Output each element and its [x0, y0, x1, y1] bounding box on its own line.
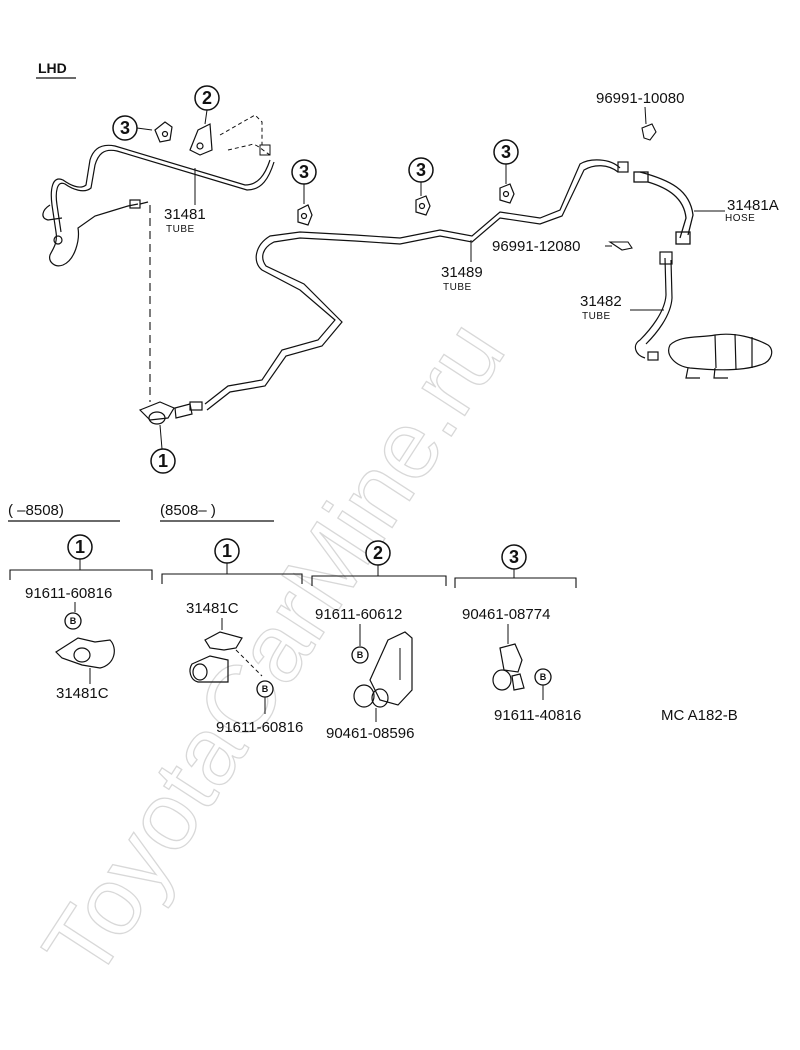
region-label: LHD	[38, 60, 67, 76]
callout-3b: 3	[291, 159, 317, 204]
svg-text:3: 3	[509, 547, 519, 567]
svg-text:3: 3	[416, 160, 426, 180]
slave-cylinder	[668, 333, 773, 379]
svg-text:1: 1	[222, 541, 232, 561]
svg-text:3: 3	[501, 142, 511, 162]
legend-group-3: 3 90461-08774 B 91611-40816	[454, 544, 581, 724]
label-31481A: 31481A	[727, 197, 779, 214]
svg-text:1: 1	[158, 451, 168, 471]
legend-group-2: 2 91611-60612 B 90461-08596	[311, 540, 447, 742]
svg-text:2: 2	[202, 88, 212, 108]
legend-g1-label-b: 31481C	[56, 685, 109, 702]
legend-group-1-old: 1 91611-60816 B 31481C	[9, 534, 153, 702]
clip-96991-12080	[608, 241, 633, 251]
legend-g2-label-b: 90461-08596	[326, 725, 414, 742]
callout-3c: 3	[408, 157, 434, 196]
label-31482-tube: TUBE	[582, 311, 611, 322]
label-31489-tube: TUBE	[443, 282, 472, 293]
label-31481: 31481	[164, 206, 206, 223]
callout-1: 1	[150, 424, 176, 474]
tube-31482	[634, 251, 673, 361]
hose-31481A	[633, 171, 694, 245]
legend-g1n-label-b: 91611-60816	[216, 719, 303, 736]
svg-text:1: 1	[75, 537, 85, 557]
label-31481A-hose: HOSE	[725, 213, 755, 224]
watermark: ToyotaCarMine.ru	[23, 303, 525, 997]
clamp-icon-3b	[297, 204, 313, 226]
clamp-icon-3a	[154, 121, 173, 143]
callout-2: 2	[194, 85, 220, 125]
clamp-icon-2	[189, 123, 213, 156]
legend-g3-label-a: 90461-08774	[462, 606, 550, 623]
label-31481-tube: TUBE	[166, 224, 195, 235]
legend-g1-bolt: B	[70, 616, 77, 626]
clamp-icon-3c	[415, 195, 431, 216]
legend-g1-label-a: 91611-60816	[25, 585, 112, 602]
svg-text:2: 2	[373, 543, 383, 563]
legend-g3-bolt: B	[540, 672, 547, 682]
callout-3a: 3	[112, 115, 153, 141]
clip-96991-10080	[641, 123, 657, 141]
legend-g2-label-a: 91611-60612	[315, 606, 402, 623]
legend-g1n-bolt: B	[262, 684, 269, 694]
label-96991-12080: 96991-12080	[492, 238, 580, 255]
svg-text:3: 3	[299, 162, 309, 182]
legend-g3-label-b: 91611-40816	[494, 707, 581, 724]
date-range-right: (8508– )	[160, 502, 216, 519]
clamp-icon-3d	[499, 183, 515, 204]
bracket-outline-top	[219, 114, 271, 156]
legend-group-1-new: 1 31481C B 91611-60816	[161, 538, 303, 736]
leader-96991-10080	[644, 106, 647, 125]
legend-g2-bolt: B	[357, 650, 364, 660]
callout-3d: 3	[493, 139, 519, 184]
tube-31481	[42, 144, 275, 267]
date-range-left: ( –8508)	[8, 502, 64, 519]
clamp-icon-1	[138, 401, 193, 425]
svg-text:3: 3	[120, 118, 130, 138]
label-31482: 31482	[580, 293, 622, 310]
label-31489: 31489	[441, 264, 483, 281]
diagram-code: MC A182-B	[661, 707, 738, 724]
label-96991-10080: 96991-10080	[596, 90, 684, 107]
legend-g1n-label-a: 31481C	[186, 600, 239, 617]
